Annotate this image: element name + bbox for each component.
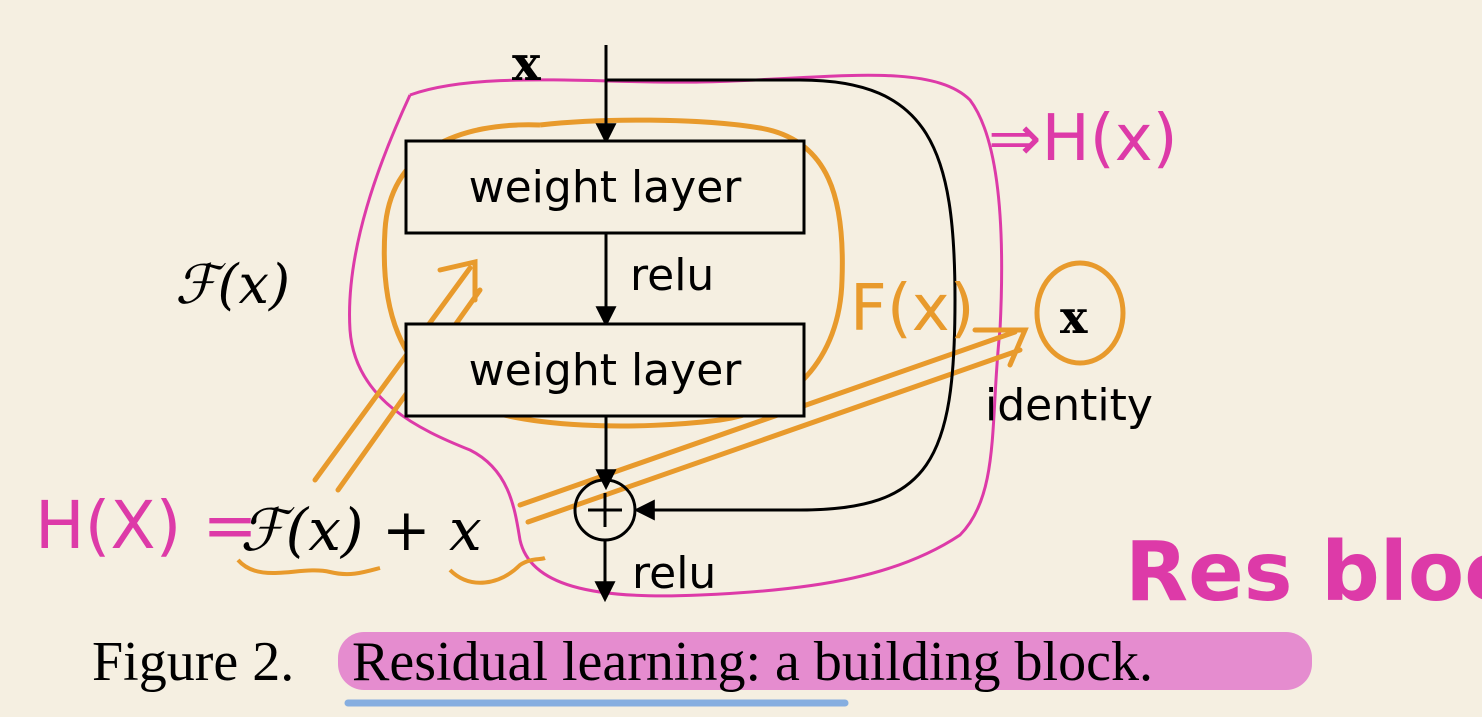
orange-squiggle-x bbox=[448, 556, 546, 585]
equation-rhs: ℱ(x) + x bbox=[240, 496, 482, 564]
orange-fx-label: F(x) bbox=[850, 272, 975, 346]
box1-label: weight layer bbox=[469, 162, 743, 213]
orange-arrows bbox=[312, 258, 1029, 525]
weight-layer-box-1 bbox=[404, 139, 806, 235]
relu-mid-label: relu bbox=[630, 250, 714, 301]
caption-highlight bbox=[338, 632, 1312, 690]
relu-out-label: relu bbox=[632, 548, 716, 599]
input-x-label: x bbox=[512, 36, 541, 92]
box2-label: weight layer bbox=[469, 345, 743, 396]
identity-shortcut bbox=[606, 78, 957, 521]
caption-prefix: Figure 2. bbox=[92, 631, 294, 693]
orange-fx-loop bbox=[381, 117, 845, 429]
orange-squiggle-fx bbox=[236, 558, 381, 577]
orange-x-circle bbox=[1034, 260, 1126, 366]
caption-highlighted: Residual learning: a building block. bbox=[352, 631, 1153, 693]
pink-hx-arrow: ⇒H(x) bbox=[988, 102, 1178, 176]
fx-left-label: ℱ(x) bbox=[175, 253, 290, 316]
pink-res-block: Res block bbox=[1125, 525, 1482, 620]
identity-label: identity bbox=[985, 380, 1153, 431]
pink-equation-lhs: H(X) = bbox=[35, 487, 258, 564]
identity-x-label: x bbox=[1060, 290, 1088, 344]
